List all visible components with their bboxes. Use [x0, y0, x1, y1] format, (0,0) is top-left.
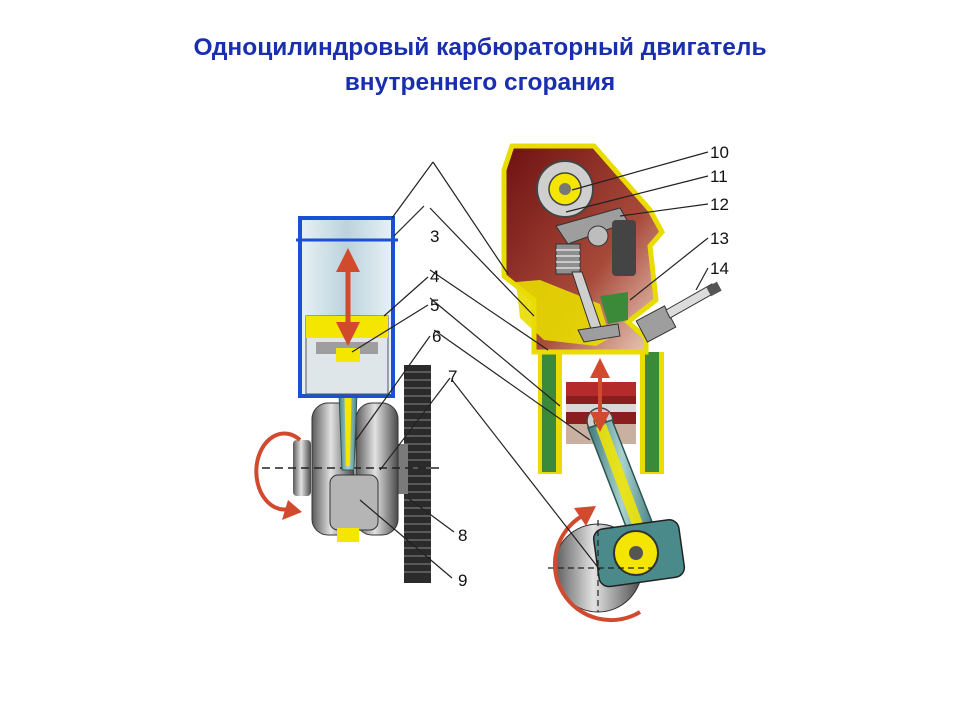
callout-12: 12	[710, 195, 729, 214]
rocker-arm	[555, 207, 636, 276]
double-arrow-icon	[336, 248, 360, 346]
callout-5: 5	[430, 296, 439, 315]
callout-11: 11	[710, 167, 728, 186]
camshaft	[536, 160, 594, 218]
spark-plug	[635, 281, 722, 343]
rotation-arrow-icon	[552, 506, 642, 623]
callout-7: 7	[448, 367, 457, 386]
left-engine	[254, 216, 440, 583]
callout-labels: 3 4 5 6 7 8 9 10 11 12 13 14	[430, 143, 729, 590]
title-line-2: внутреннего сгорания	[344, 69, 616, 96]
leader-lines	[351, 151, 709, 579]
callout-3: 3	[430, 227, 439, 246]
crankshaft	[262, 402, 440, 542]
title-line-1: Одноцилиндровый карбюраторный двигатель	[193, 34, 767, 61]
callout-9: 9	[458, 571, 467, 590]
callout-8: 8	[458, 526, 467, 545]
callout-10: 10	[710, 143, 729, 162]
callout-13: 13	[710, 229, 729, 248]
flywheel	[382, 365, 431, 583]
double-arrow-icon	[590, 358, 610, 432]
callout-6: 6	[432, 327, 441, 346]
right-engine	[501, 143, 722, 623]
callout-14: 14	[710, 259, 729, 278]
valve	[555, 243, 621, 343]
diagram-title: Одноцилиндровый карбюраторный двигатель …	[0, 30, 960, 100]
callout-4: 4	[430, 267, 439, 286]
rotation-arrow-icon	[254, 431, 302, 520]
